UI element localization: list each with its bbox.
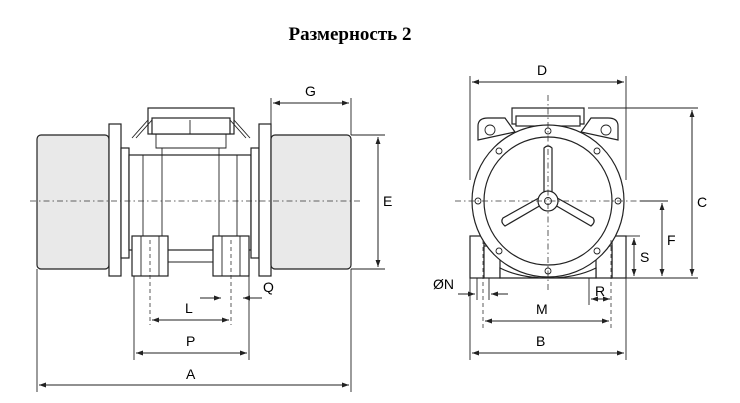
label-P: P [186,333,195,349]
label-R: R [595,283,605,299]
label-E: E [383,193,392,209]
label-G: G [305,83,316,99]
label-A: A [186,366,196,382]
right-weight-cover [270,134,352,270]
label-C: C [697,194,707,210]
side-dimensions: G E Q L P A [36,83,392,392]
label-D: D [537,62,547,78]
left-flange [108,123,122,277]
side-view [30,107,360,325]
label-B: B [536,333,545,349]
label-N: ØN [433,276,454,292]
front-view [455,95,640,328]
bolt-holes [474,127,622,275]
label-F: F [667,232,676,248]
front-right-foot [611,235,627,279]
label-L: L [185,300,193,316]
drawing-title: Размерность 2 [288,24,412,45]
front-dimensions: D C F S R ØN M B [433,62,707,360]
label-S: S [640,249,649,265]
right-flange-ring [250,147,260,259]
front-left-foot [469,235,485,279]
right-flange [258,123,272,277]
left-flange-ring [120,147,130,259]
eccentric-weight-icon [501,145,595,227]
left-weight-cover [36,134,110,270]
label-M: M [536,301,548,317]
label-Q: Q [263,279,274,295]
